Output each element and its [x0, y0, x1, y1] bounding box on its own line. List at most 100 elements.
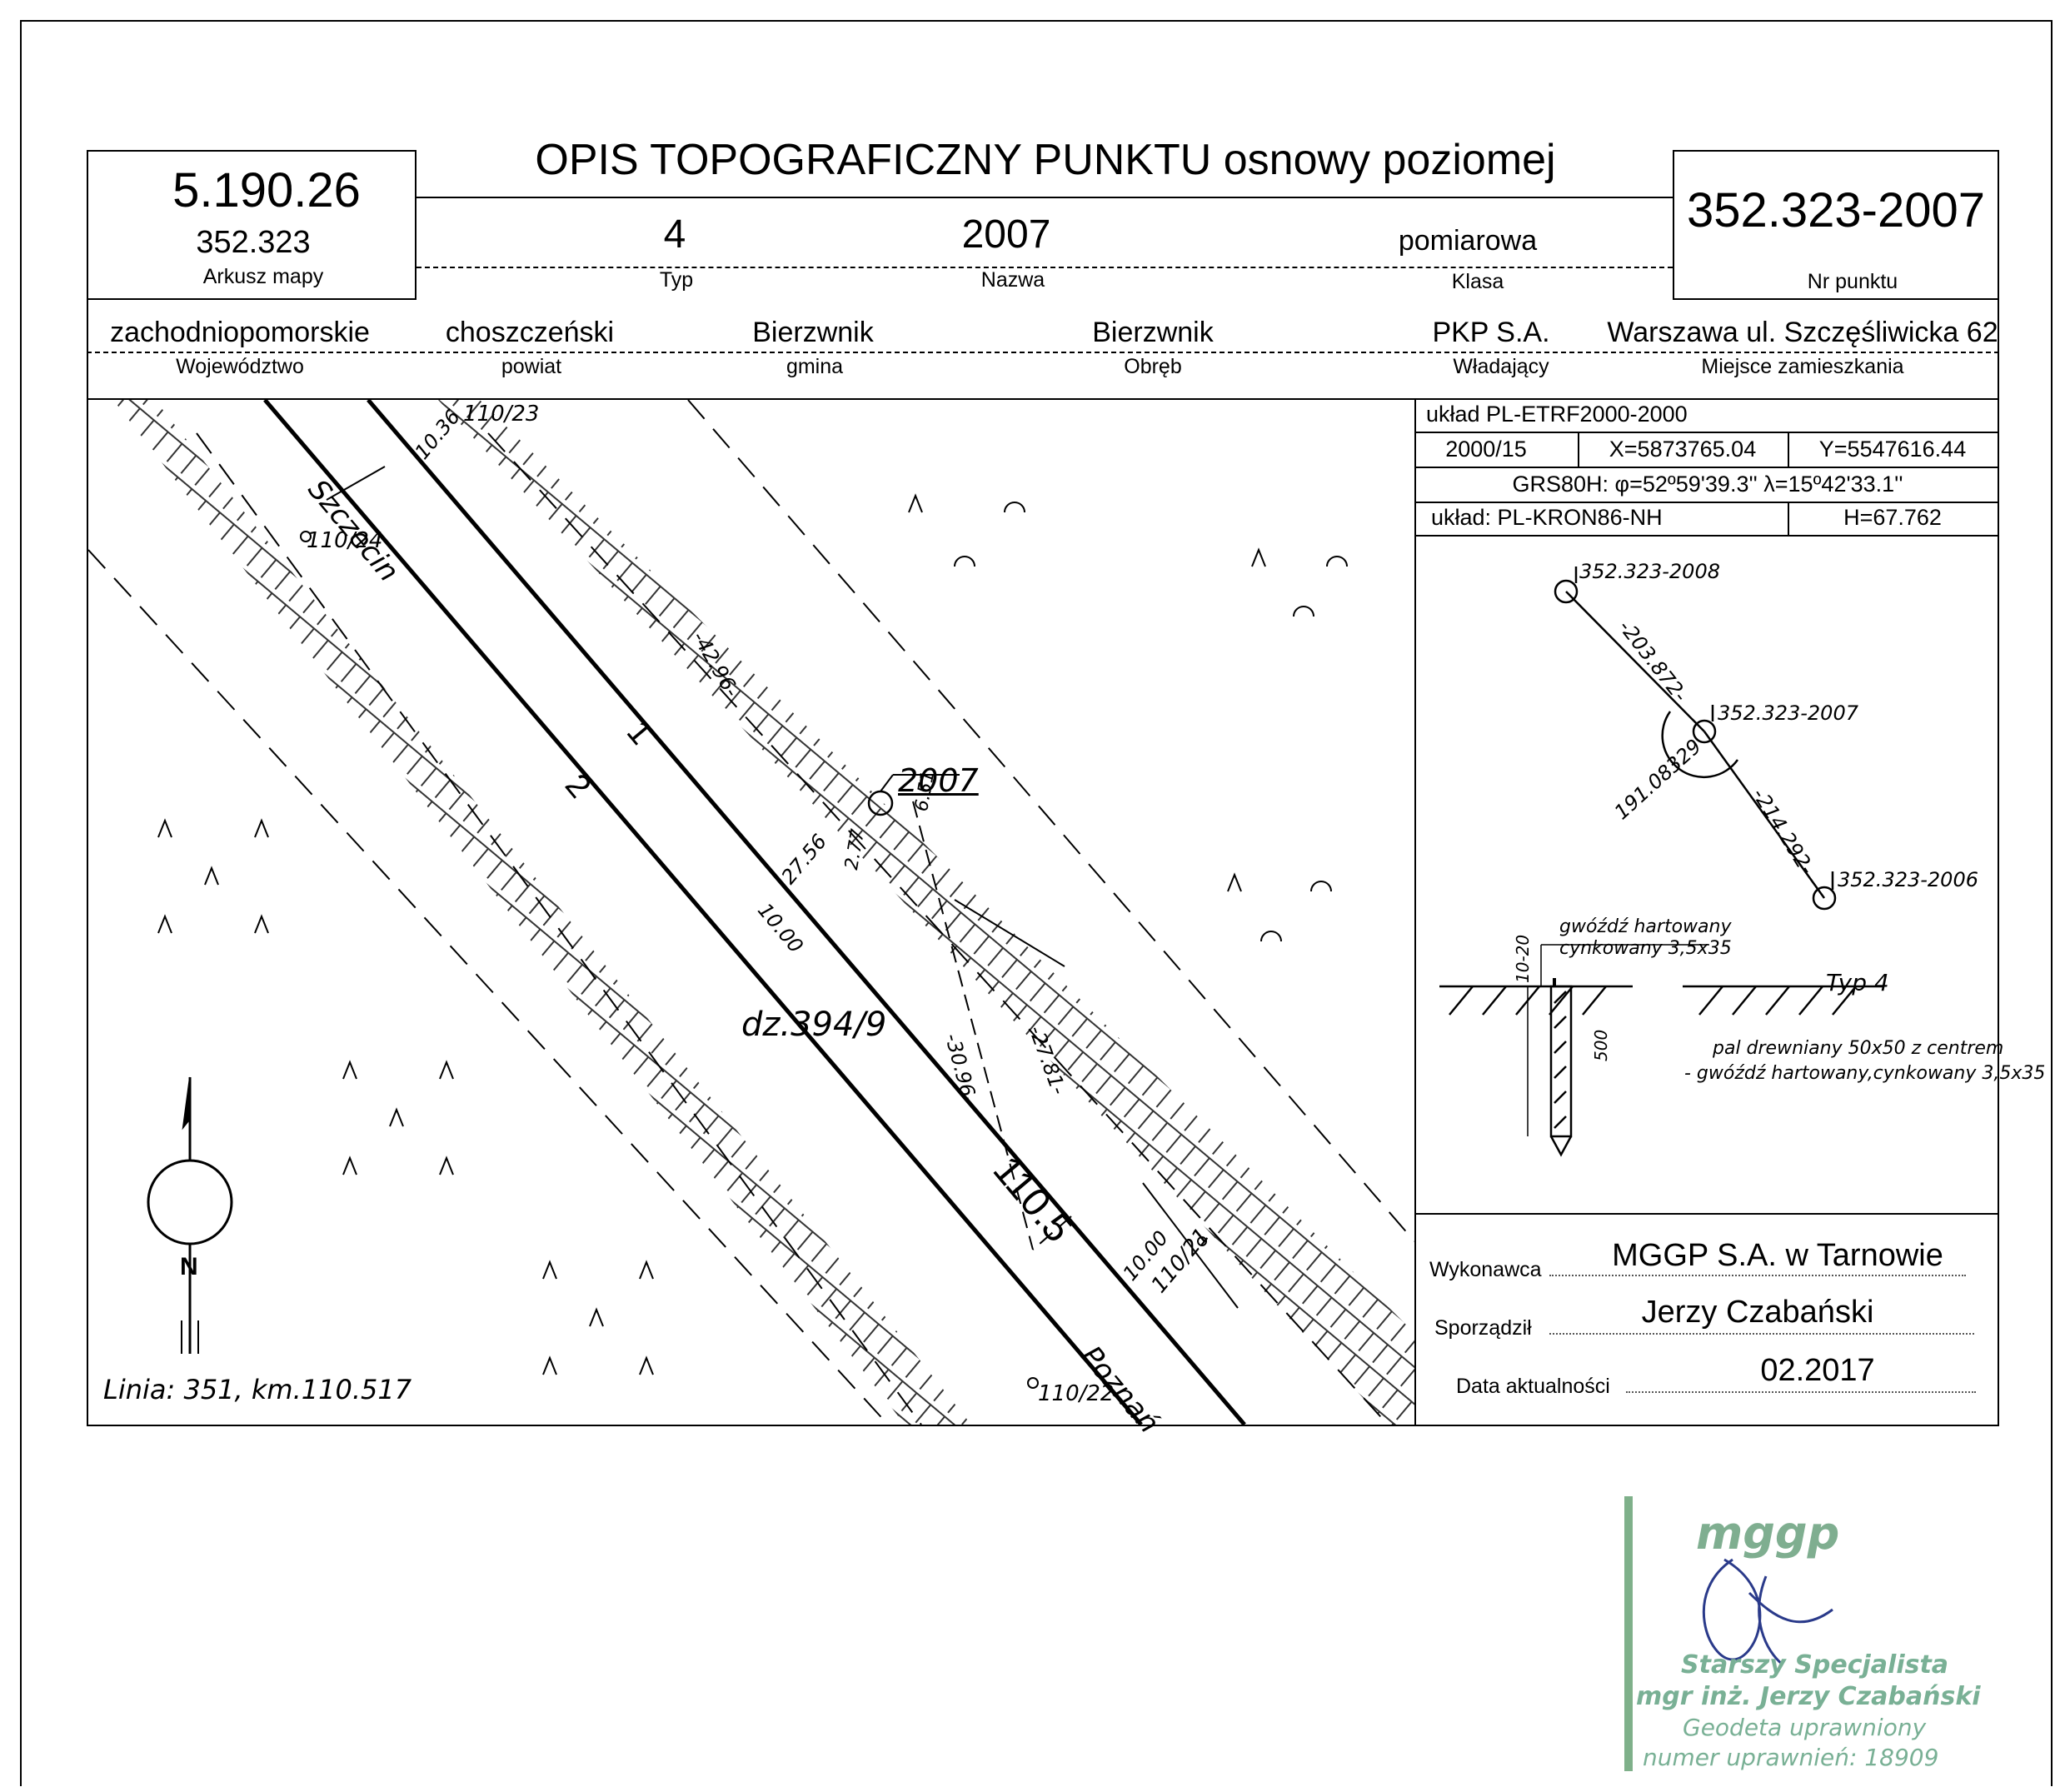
parcel-number: dz.394/9	[741, 1006, 887, 1044]
county-label: powiat	[501, 355, 562, 378]
stamp: mggp Starszy Specjalista mgr inż. Jerzy …	[1624, 1496, 1981, 1780]
document-title: OPIS TOPOGRAFICZNY PUNKTU osnowy poziome…	[535, 136, 1556, 184]
header-dash-rule	[416, 267, 1673, 268]
coords-col-2	[1788, 432, 1789, 467]
boundary-left	[88, 549, 889, 1425]
height-system: układ: PL-KRON86-NH	[1431, 505, 1663, 530]
voivodeship-label: Województwo	[176, 355, 304, 378]
coord-zone: 2000/15	[1445, 437, 1527, 462]
network-line-2	[1703, 731, 1826, 899]
network-line-1	[1565, 591, 1705, 732]
network-diagram	[1439, 567, 1883, 1157]
measure-30-96	[912, 801, 1034, 1250]
coords-rule-4	[1414, 535, 1999, 537]
stamp-line-3: Geodeta uprawniony	[1683, 1714, 1927, 1741]
boundary-right	[687, 400, 1414, 1242]
owner-label: Władający	[1453, 355, 1549, 378]
measure-arrow	[1142, 1182, 1239, 1309]
voivodeship-value: zachodniopomorskie	[110, 317, 370, 348]
coord-grs: GRS80H: φ=52º59'39.3'' λ=15º42'33.1''	[1512, 472, 1903, 497]
embankment-right	[438, 400, 1414, 1425]
header-rule	[416, 197, 1673, 198]
commune-value: Bierzwnik	[752, 317, 874, 348]
precinct-label: Obręb	[1124, 355, 1182, 378]
measure-27-81	[954, 899, 1065, 967]
author-dots	[1549, 1333, 1974, 1335]
point-number-box: 352.323-2007 Nr punktu	[1673, 150, 1999, 300]
marker-desc-1: pal drewniany 50x50 z centrem	[1713, 1038, 2004, 1059]
row2-left-border	[87, 300, 88, 400]
north-arrow-icon	[147, 1076, 233, 1354]
point-number-value: 352.323-2007	[1687, 183, 1985, 237]
label-110-24: 110/24	[307, 528, 383, 553]
coords-rule-3	[1414, 502, 1999, 503]
map-sheet-sub: 352.323	[196, 225, 311, 260]
precinct-value: Bierzwnik	[1092, 317, 1214, 348]
marker-desc-2: - gwóźdź hartowany,cynkowany 3,5x35	[1684, 1063, 2046, 1084]
row2-dash-rule	[87, 352, 1999, 353]
offset-110-24	[326, 466, 386, 501]
main-area	[87, 398, 1999, 1426]
marker-label-1: gwóźdź hartowany	[1559, 916, 1732, 937]
type-label: Typ	[659, 268, 694, 292]
label-110-22: 110/22	[1038, 1381, 1115, 1406]
location-sketch	[88, 400, 1414, 1425]
network-point-2006	[1812, 886, 1837, 911]
wooden-post	[1549, 985, 1573, 1138]
coords-col-1	[1578, 432, 1579, 467]
fence-right	[487, 432, 1389, 1425]
embankment-left	[113, 400, 971, 1425]
line-info: Linia: 351, km.110.517	[103, 1374, 412, 1405]
height-value: H=67.762	[1843, 505, 1942, 530]
page-frame	[20, 20, 2053, 1786]
coord-x: X=5873765.04	[1609, 437, 1757, 462]
coords-col-3	[1788, 502, 1789, 535]
point-number-label: Nr punktu	[1807, 270, 1898, 293]
marker-dim-top: 10-20	[1513, 934, 1533, 983]
map-sheet-box: 5.190.26 352.323 Arkusz mapy	[87, 150, 416, 300]
measure-to-110-21	[1032, 1215, 1072, 1250]
contractor-label: Wykonawca	[1429, 1258, 1542, 1281]
commune-label: gmina	[786, 355, 844, 378]
post-tip	[1549, 1136, 1573, 1157]
network-label-2007: 352.323-2007	[1718, 701, 1858, 725]
stamp-bar	[1624, 1496, 1633, 1771]
network-label-2008: 352.323-2008	[1579, 560, 1720, 583]
coords-rule-2	[1414, 467, 1999, 468]
coord-y: Y=5547616.44	[1818, 437, 1967, 462]
date-dots	[1626, 1391, 1976, 1393]
main-divider	[1414, 398, 1416, 1426]
signature-icon	[1702, 1558, 1833, 1666]
north-label: N	[180, 1253, 198, 1280]
stamp-line-1: Starszy Specjalista	[1681, 1650, 1949, 1680]
track-1	[367, 400, 1246, 1425]
contractor-dots	[1549, 1275, 1966, 1276]
point-110-22	[1027, 1377, 1039, 1389]
network-point-2008	[1554, 579, 1579, 604]
type-value: 4	[663, 212, 686, 257]
marker-type: Typ 4	[1826, 969, 1889, 996]
marker-label-2: cynkowany 3,5x35	[1559, 938, 1732, 959]
author-value: Jerzy Czabański	[1641, 1295, 1874, 1330]
coords-rule-1	[1414, 432, 1999, 433]
stamp-line-4: numer uprawnień: 18909	[1643, 1744, 1939, 1771]
network-point-2007	[1692, 719, 1717, 744]
class-label: Klasa	[1451, 270, 1504, 293]
contractor-value: MGGP S.A. w Tarnowie	[1612, 1238, 1943, 1273]
fence-left	[196, 432, 922, 1425]
map-sheet-code: 5.190.26	[172, 163, 361, 217]
date-label: Data aktualności	[1456, 1375, 1610, 1398]
name-value: 2007	[961, 212, 1051, 257]
owner-value: PKP S.A.	[1432, 317, 1550, 348]
row2-right-border	[1998, 300, 1999, 400]
name-label: Nazwa	[980, 268, 1045, 292]
county-value: choszczeński	[445, 317, 615, 348]
class-value: pomiarowa	[1398, 225, 1538, 257]
map-sheet-label: Arkusz mapy	[202, 265, 324, 288]
label-110-23: 110/23	[463, 402, 540, 427]
point-label-2007: 2007	[898, 762, 979, 799]
track-2	[263, 400, 1143, 1425]
marker-dim-depth: 500	[1591, 1029, 1611, 1061]
coord-system: układ PL-ETRF2000-2000	[1426, 402, 1688, 427]
network-label-2006: 352.323-2006	[1838, 868, 1978, 891]
